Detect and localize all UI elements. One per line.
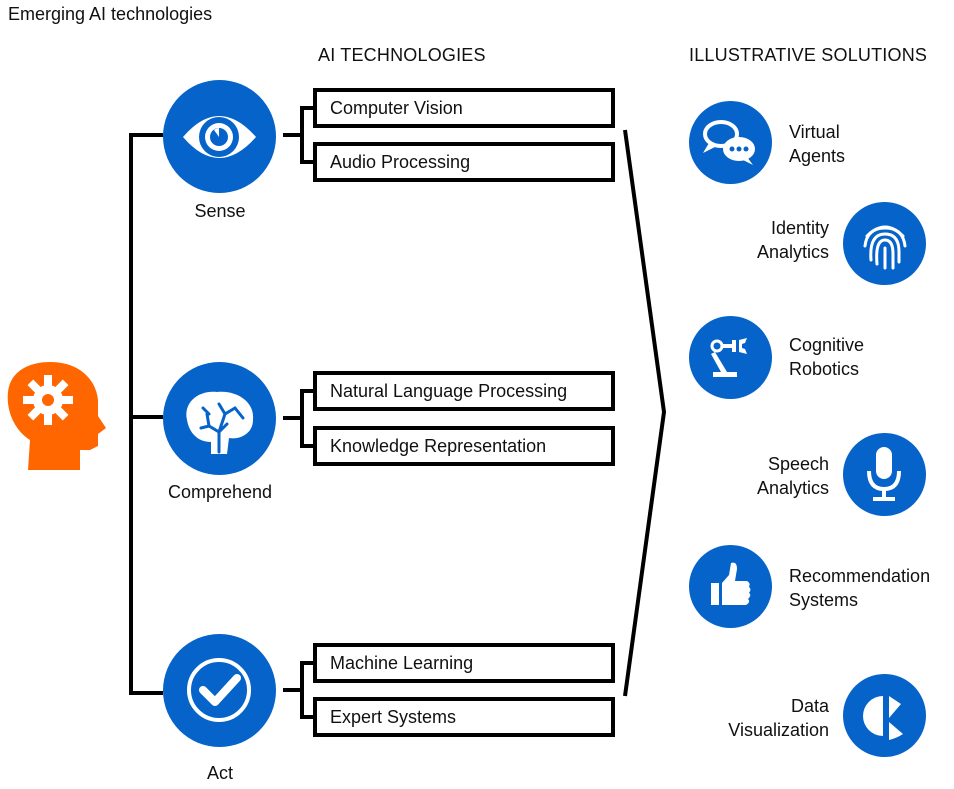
brain-icon (186, 391, 254, 454)
robot-arm-icon (710, 338, 747, 377)
tech-box-machine-learning: Machine Learning (313, 643, 615, 683)
virtual-agents-circle (689, 101, 772, 184)
solutions-arrow-bracket (623, 129, 667, 697)
act-circle (163, 634, 276, 747)
cognitive-robotics-circle (689, 316, 772, 399)
stage-label-comprehend: Comprehend (167, 482, 273, 502)
solution-label-data-visualization: Data Visualization (700, 694, 829, 742)
solution-label-cognitive-robotics: Cognitive Robotics (789, 333, 864, 381)
solution-line2: Analytics (756, 242, 829, 262)
recommendation-systems-circle (689, 545, 772, 628)
solution-label-speech-analytics: Speech Analytics (729, 452, 829, 500)
solution-line1: Recommendation (789, 566, 931, 586)
sense-circle (163, 80, 276, 193)
fingerprint-icon (863, 225, 907, 270)
tech-box-expert-systems: Expert Systems (313, 697, 615, 737)
pie-chart-icon (863, 696, 903, 740)
chat-bubbles-icon (703, 120, 755, 165)
solution-line1: Speech (767, 454, 829, 474)
eye-icon (183, 116, 256, 158)
comprehend-circle (163, 362, 276, 475)
main-bracket-line (129, 133, 163, 695)
solution-line2: Robotics (789, 359, 860, 379)
solution-line2: Systems (789, 590, 859, 610)
solution-line2: Analytics (756, 478, 829, 498)
solution-label-identity-analytics: Identity Analytics (729, 216, 829, 264)
solution-line1: Virtual (789, 122, 840, 142)
solution-line1: Identity (770, 218, 829, 238)
technologies-header: AI TECHNOLOGIES (318, 45, 486, 65)
check-circle-icon (187, 658, 251, 722)
solution-label-recommendation-systems: Recommendation Systems (789, 564, 930, 612)
comprehend-fork-line (300, 389, 315, 448)
act-fork-line (300, 661, 315, 719)
tech-box-audio-processing: Audio Processing (313, 142, 615, 182)
stage-label-sense: Sense (194, 201, 246, 221)
stage-label-act: Act (206, 763, 233, 783)
solution-line1: Data (790, 696, 829, 716)
solution-line2: Agents (789, 146, 846, 166)
thumbs-up-icon (711, 562, 751, 605)
solution-line1: Cognitive (789, 335, 865, 355)
tech-box-nlp: Natural Language Processing (313, 371, 615, 411)
sense-fork-line (300, 106, 315, 164)
tech-box-computer-vision: Computer Vision (313, 88, 615, 128)
microphone-icon (867, 447, 901, 501)
page-title: Emerging AI technologies (8, 4, 213, 24)
solution-label-virtual-agents: Virtual Agents (789, 120, 845, 168)
speech-analytics-circle (843, 433, 926, 516)
solution-line2: Visualization (728, 720, 829, 740)
data-visualization-circle (843, 674, 926, 757)
identity-analytics-circle (843, 202, 926, 285)
tech-box-knowledge-representation: Knowledge Representation (313, 426, 615, 466)
solutions-header: ILLUSTRATIVE SOLUTIONS (689, 45, 928, 65)
